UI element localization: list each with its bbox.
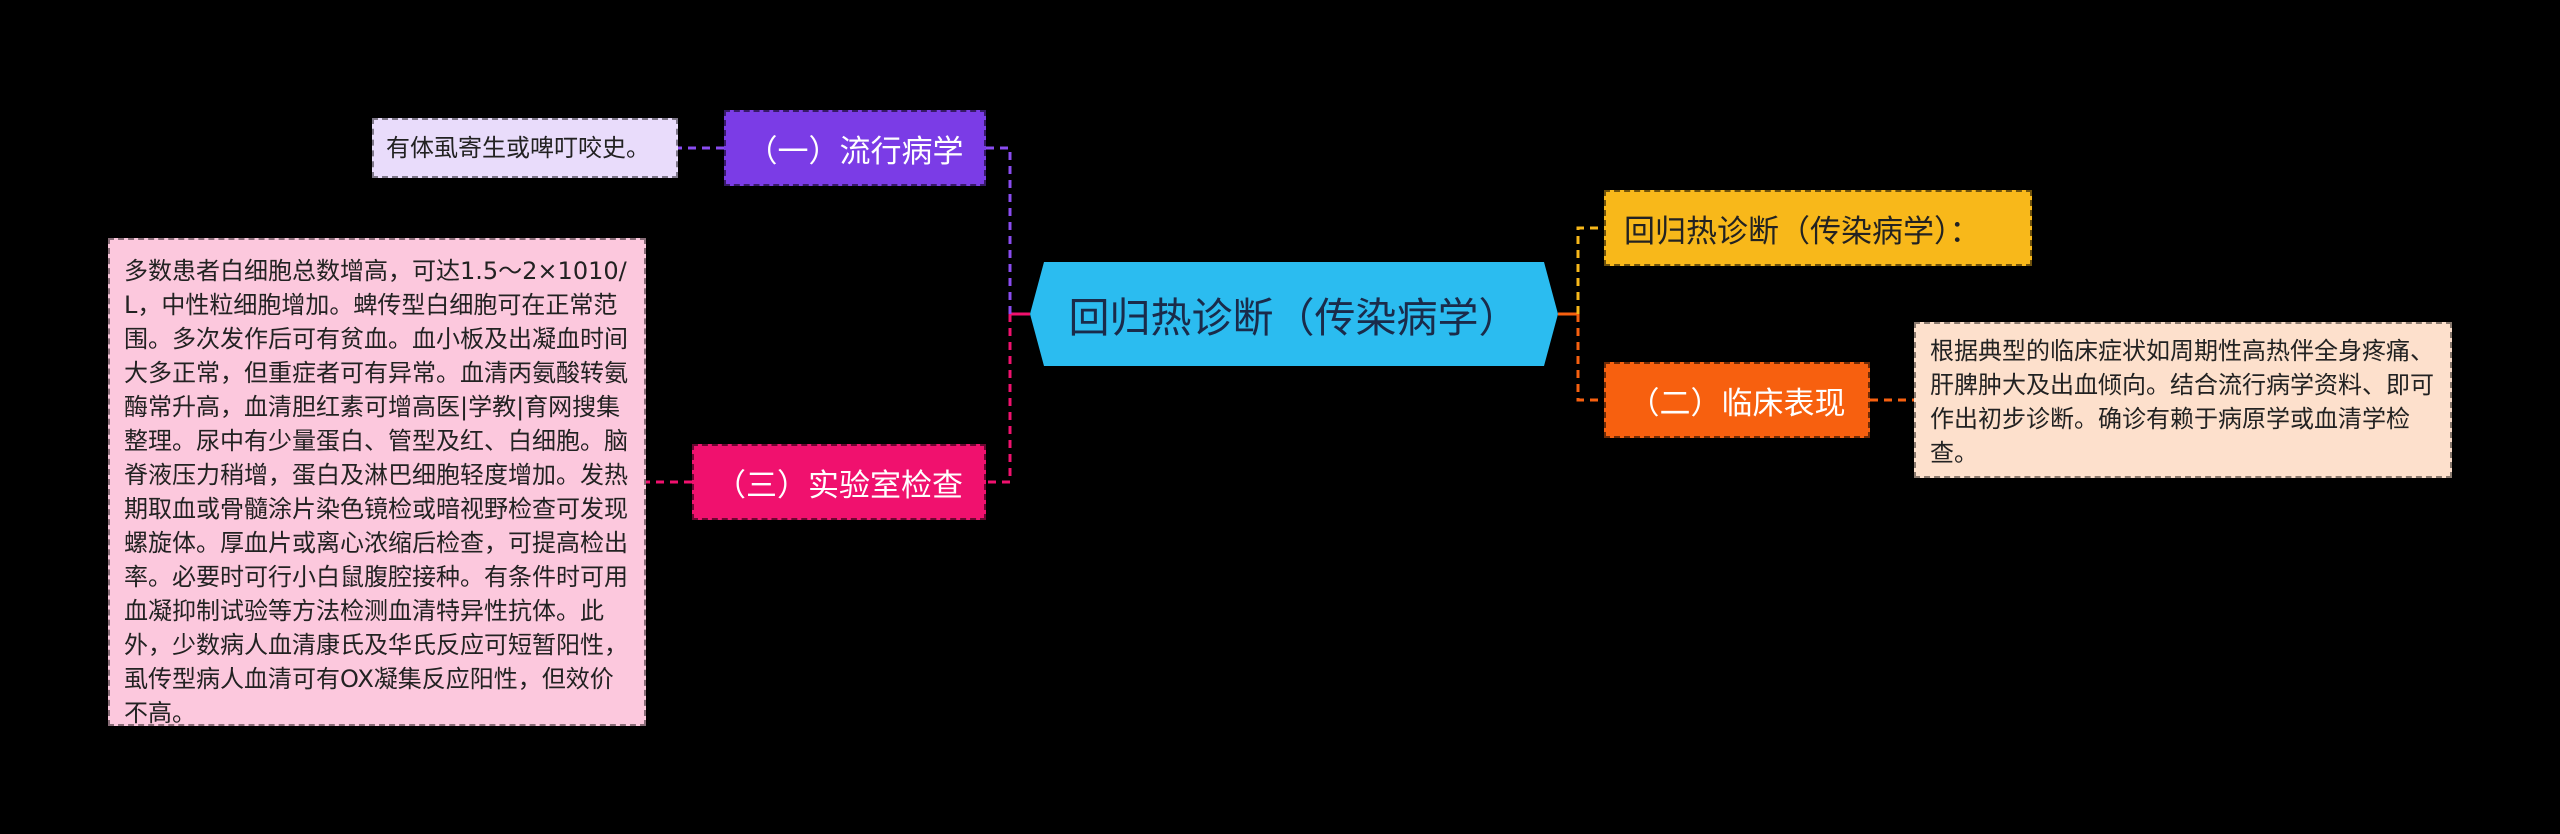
leaf-lab-tests-text: 多数患者白细胞总数增高，可达1.5～2×1010/L，中性粒细胞增加。蜱传型白细… — [124, 257, 628, 727]
leaf-epidemiology-text: 有体虱寄生或啤叮咬史。 — [386, 134, 650, 162]
leaf-lab-tests[interactable]: 多数患者白细胞总数增高，可达1.5～2×1010/L，中性粒细胞增加。蜱传型白细… — [108, 238, 646, 727]
branch-epidemiology[interactable]: （一）流行病学 — [724, 110, 986, 186]
leaf-epidemiology[interactable]: 有体虱寄生或啤叮咬史。 — [372, 118, 678, 178]
branch-clinical-label: （二）临床表现 — [1628, 385, 1846, 422]
root-node[interactable]: 回归热诊断（传染病学） — [1030, 262, 1558, 366]
connector-clinical — [1576, 314, 1604, 402]
connector-heading — [1576, 226, 1604, 314]
branch-epidemiology-label: （一）流行病学 — [746, 133, 964, 170]
branch-lab-tests[interactable]: （三）实验室检查 — [692, 444, 986, 520]
branch-lab-tests-label: （三）实验室检查 — [715, 467, 963, 504]
branch-clinical[interactable]: （二）临床表现 — [1604, 362, 1870, 438]
root-node-label: 回归热诊断（传染病学） — [1068, 294, 1520, 342]
root-node-shape — [1030, 262, 1558, 366]
branch-heading-label: 回归热诊断（传染病学）： — [1624, 213, 1981, 250]
branch-heading[interactable]: 回归热诊断（传染病学）： — [1604, 190, 2032, 266]
leaf-clinical-text: 根据典型的临床症状如周期性高热伴全身疼痛、肝脾肿大及出血倾向。结合流行病学资料、… — [1930, 337, 2434, 467]
leaf-clinical[interactable]: 根据典型的临床症状如周期性高热伴全身疼痛、肝脾肿大及出血倾向。结合流行病学资料、… — [1914, 322, 2452, 478]
connector-lab-tests — [986, 314, 1012, 484]
connector-epidemiology — [986, 146, 1012, 314]
